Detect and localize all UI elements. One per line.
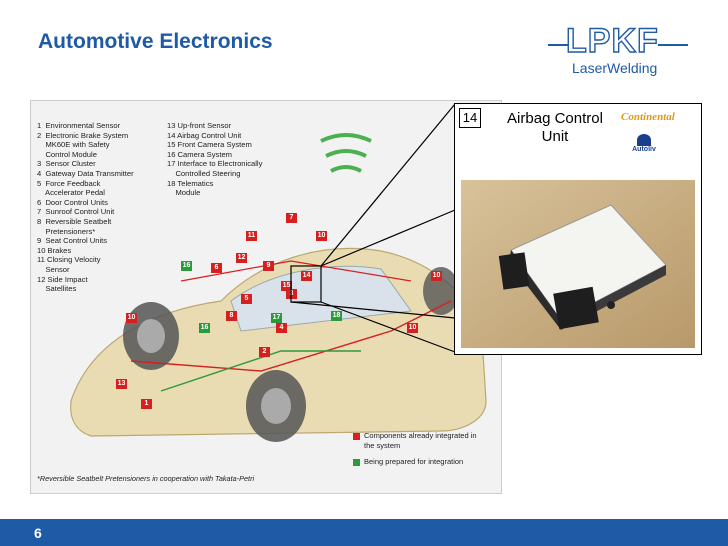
component-badge: 10 — [316, 231, 327, 241]
legend-item: 7 Sunroof Control Unit — [37, 207, 115, 217]
component-badge: 6 — [211, 263, 222, 273]
lpkf-logo: LPKF LaserWelding — [548, 21, 688, 78]
legend-item: 17 Interface to Electronically — [167, 159, 263, 169]
legend-item: 4 Gateway Data Transmitter — [37, 168, 134, 178]
component-badge: 5 — [241, 294, 252, 304]
legend-item: 15 Front Camera System — [167, 140, 252, 150]
legend-item: 5 Force Feedback — [37, 178, 101, 188]
legend-item: 13 Up-front Sensor — [167, 121, 232, 130]
callout-index: 14 — [459, 108, 481, 128]
legend-item: 16 Camera System — [167, 149, 232, 159]
airbag-callout: 14 Airbag Control Unit Continental Autol… — [454, 103, 702, 355]
component-badge: 16 — [181, 261, 192, 271]
airbag-control-unit-photo — [461, 180, 695, 348]
legend-item: MK60E with Safety — [37, 140, 110, 150]
component-badge: 4 — [276, 323, 287, 333]
legend-item: Accelerator Pedal — [37, 188, 105, 198]
legend-item: Controlled Steering — [167, 168, 241, 178]
footnote: *Reversible Seatbelt Pretensioners in co… — [37, 474, 255, 483]
callout-title: Airbag Control Unit — [507, 110, 603, 145]
legend-item: 11 Closing Velocity — [37, 255, 101, 265]
component-badge: 10 — [431, 271, 442, 281]
autoliv-logo: Autoliv — [631, 134, 657, 153]
legend-item: 6 Door Control Units — [37, 197, 108, 207]
legend-item: 8 Reversible Seatbelt — [37, 216, 112, 226]
logo-rule-left — [548, 44, 568, 46]
slide-footer: 6 — [0, 519, 728, 546]
component-badge: 15 — [281, 281, 292, 291]
legend-item: 12 Side Impact — [37, 274, 88, 284]
autoliv-label: Autoliv — [632, 146, 656, 153]
legend-item: 9 Seat Control Units — [37, 236, 108, 246]
component-badge: 1 — [141, 399, 152, 409]
legend-item: Module — [167, 188, 201, 198]
component-badge: 10 — [126, 313, 137, 323]
red-square-icon — [353, 432, 360, 440]
page-number: 6 — [34, 525, 42, 541]
legend-key-green: Being prepared for integration — [353, 457, 463, 467]
legend-item: 10 Brakes — [37, 245, 72, 255]
key-red-label: Components already integrated in the sys… — [364, 431, 477, 450]
component-badge: 11 — [246, 231, 257, 241]
legend-item: 2 Electronic Brake System — [37, 130, 129, 140]
legend-item: 18 Telematics — [167, 178, 214, 188]
component-badge: 2 — [259, 347, 270, 357]
autoliv-icon — [637, 134, 651, 146]
component-badge: 12 — [236, 253, 247, 263]
component-badge: 7 — [286, 213, 297, 223]
component-badge: 18 — [331, 311, 342, 321]
legend-item: 14 Airbag Control Unit — [167, 130, 242, 140]
legend-item: Sensor — [37, 264, 70, 274]
slide-title: Automotive Electronics — [38, 30, 273, 53]
legend-item: 1 Environmental Sensor — [37, 121, 121, 130]
legend-item: Satellites — [37, 284, 77, 294]
logo-wordmark: LPKF — [565, 21, 659, 60]
green-square-icon — [353, 458, 360, 466]
component-badge: 16 — [199, 323, 210, 333]
legend-item: 3 Sensor Cluster — [37, 159, 96, 169]
component-badge: 8 — [226, 311, 237, 321]
logo-rule-right — [658, 44, 688, 46]
component-badge: 10 — [407, 323, 418, 333]
control-unit-picture — [461, 180, 695, 348]
continental-logo: Continental — [621, 111, 675, 123]
component-badge: 13 — [116, 379, 127, 389]
component-badge: 17 — [271, 313, 282, 323]
legend-item: Control Module — [37, 149, 97, 159]
legend-item: Pretensioners* — [37, 226, 96, 236]
key-green-label: Being prepared for integration — [364, 457, 464, 466]
logo-subtitle: LaserWelding — [572, 60, 658, 76]
component-badge: 9 — [263, 261, 274, 271]
legend-key-red: Components already integrated in the sys… — [353, 431, 484, 450]
component-badge: 14 — [301, 271, 312, 281]
